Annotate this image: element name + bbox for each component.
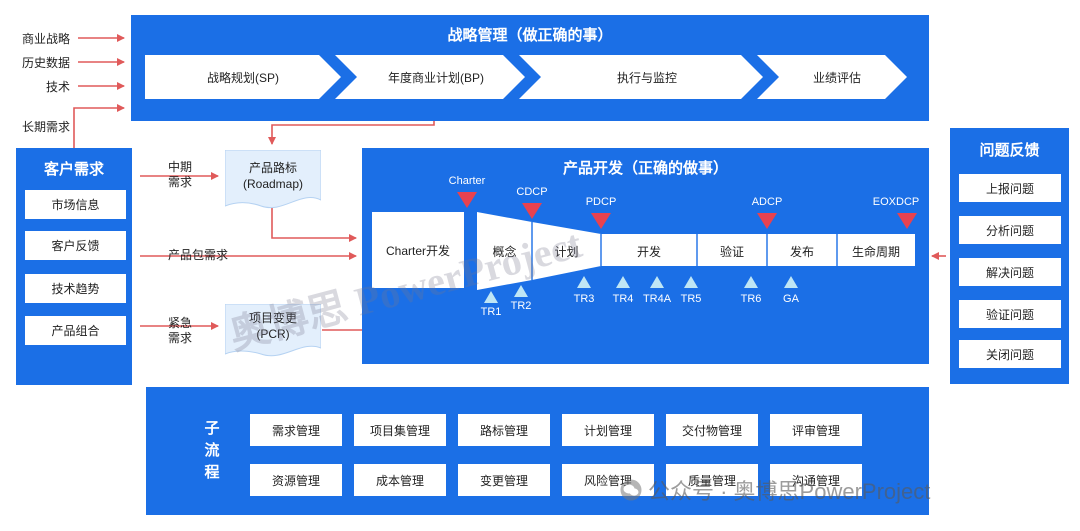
input-label-history: 历史数据: [22, 56, 71, 70]
review-label: TR4: [612, 293, 634, 305]
review-triangle-icon: [684, 276, 698, 288]
subprocess-item: 评审管理: [770, 414, 862, 446]
feedback-title: 问题反馈: [979, 142, 1040, 159]
strategy-step-monitor: 执行与监控: [519, 55, 763, 99]
product-dev-title: 产品开发（正确的做事）: [562, 160, 728, 177]
input-label-longterm: 长期需求: [22, 120, 71, 134]
review-triangle-icon: [484, 291, 498, 303]
review-triangle-icon: [577, 276, 591, 288]
review-label: GA: [783, 293, 799, 305]
subprocess-item: 成本管理: [354, 464, 446, 496]
decision-point-label: PDCP: [585, 196, 617, 208]
feedback-item: 分析问题: [959, 216, 1061, 244]
subprocess-item: 质量管理: [666, 464, 758, 496]
review-label: TR4A: [642, 293, 672, 305]
decision-triangle-icon: [522, 203, 542, 219]
urgent-label: 紧急 需求: [168, 316, 193, 345]
decision-triangle-icon: [591, 213, 611, 229]
subprocess-item: 计划管理: [562, 414, 654, 446]
strategy-title: 战略管理（做正确的事）: [447, 27, 613, 44]
strategy-step-sp: 战略规划(SP): [145, 55, 341, 99]
stage-lifecycle: 生命周期: [851, 244, 900, 259]
subprocess-item: 项目集管理: [354, 414, 446, 446]
review-triangle-icon: [784, 276, 798, 288]
review-label: TR3: [573, 293, 595, 305]
strategy-step-evaluate: 业绩评估: [757, 55, 907, 99]
review-triangle-icon: [650, 276, 664, 288]
stage-concept: 概念: [492, 244, 517, 259]
review-triangle-icon: [616, 276, 630, 288]
mid-term-label: 中期 需求: [168, 160, 193, 189]
feedback-item: 上报问题: [959, 174, 1061, 202]
development-funnel: 概念 计划 开发 验证 发布 生命周期: [477, 212, 915, 290]
strategy-step-label: 业绩评估: [812, 70, 861, 85]
review-label: TR6: [740, 293, 762, 305]
decision-point-label: EOXDCP: [872, 196, 920, 208]
customer-item: 技术趋势: [25, 274, 126, 303]
strategy-step-label: 年度商业计划(BP): [387, 70, 484, 85]
review-triangle-icon: [514, 285, 528, 297]
stage-plan: 计划: [554, 244, 579, 259]
pcr-document: 项目变更 (PCR): [225, 304, 321, 360]
review-label: TR1: [480, 306, 502, 318]
roadmap-label: 产品路标 (Roadmap): [242, 161, 304, 191]
subprocess-item: 交付物管理: [666, 414, 758, 446]
input-arrow-longterm: [73, 104, 125, 148]
customer-needs-title: 客户需求: [43, 161, 104, 178]
customer-item: 客户反馈: [25, 231, 126, 260]
review-label: TR5: [680, 293, 702, 305]
footer-watermark-text: 公众号 · 奥博思PowerProject: [648, 479, 931, 504]
decision-point-label: CDCP: [516, 186, 548, 198]
input-label-tech: 技术: [46, 80, 71, 94]
stage-release: 发布: [789, 244, 814, 259]
decision-point-label: Charter: [448, 175, 486, 187]
input-label-strategy: 商业战略: [22, 32, 71, 46]
roadmap-document: 产品路标 (Roadmap): [225, 150, 321, 212]
stage-verify: 验证: [719, 244, 744, 259]
charter-dev-box: Charter开发: [372, 212, 464, 288]
subprocess-item: 变更管理: [458, 464, 550, 496]
decision-triangle-icon: [757, 213, 777, 229]
customer-needs-panel: 客户需求: [16, 148, 132, 385]
customer-item: 产品组合: [25, 316, 126, 345]
pcr-label: 项目变更 (PCR): [248, 311, 297, 341]
customer-item: 市场信息: [25, 190, 126, 219]
feedback-item: 验证问题: [959, 300, 1061, 328]
roadmap-to-dev-arrow: [271, 208, 357, 242]
subprocess-item: 沟通管理: [770, 464, 862, 496]
stage-develop: 开发: [636, 244, 661, 259]
decision-triangle-icon: [897, 213, 917, 229]
subprocess-item: 资源管理: [250, 464, 342, 496]
wechat-icon: [620, 479, 642, 501]
feedback-item: 解决问题: [959, 258, 1061, 286]
subprocess-item: 需求管理: [250, 414, 342, 446]
strategy-step-label: 执行与监控: [616, 70, 677, 85]
review-label: TR2: [510, 300, 532, 312]
strategy-step-label: 战略规划(SP): [206, 70, 279, 85]
subprocess-title: 子流程: [204, 420, 220, 481]
subprocess-item: 路标管理: [458, 414, 550, 446]
decision-point-label: ADCP: [751, 196, 783, 208]
feedback-item: 关闭问题: [959, 340, 1061, 368]
review-triangle-icon: [744, 276, 758, 288]
strategy-step-bp: 年度商业计划(BP): [335, 55, 525, 99]
decision-triangle-icon: [457, 192, 477, 208]
footer-watermark: 公众号 · 奥博思PowerProject: [620, 474, 930, 506]
package-label: 产品包需求: [168, 248, 229, 262]
